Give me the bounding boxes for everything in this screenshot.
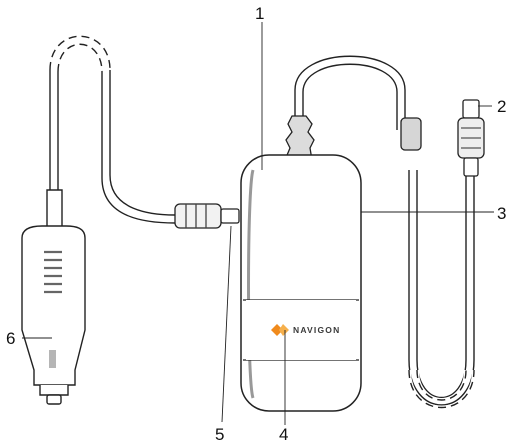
cable-to-device	[294, 55, 476, 410]
callout-4: 4	[279, 425, 288, 442]
device-plug	[457, 99, 485, 177]
car-adapter	[21, 189, 86, 405]
cable-to-car-adapter	[48, 34, 176, 224]
strain-relief	[284, 115, 315, 161]
callout-5: 5	[215, 425, 224, 442]
navigon-logo: NAVIGON	[271, 324, 340, 336]
callout-2: 2	[497, 97, 506, 116]
callout-3: 3	[497, 204, 506, 223]
callout-1: 1	[255, 4, 264, 23]
ferrite-core	[400, 117, 422, 151]
mini-usb-plug	[174, 203, 240, 229]
callout-leaders	[22, 22, 494, 425]
callout-6: 6	[6, 329, 15, 348]
adapter-grip-ribs	[44, 250, 62, 294]
callout-labels: 1 2 3 4 5 6	[6, 4, 506, 444]
logo-wordmark: NAVIGON	[293, 325, 340, 335]
power-module	[240, 154, 362, 412]
leader-5	[221, 225, 232, 423]
